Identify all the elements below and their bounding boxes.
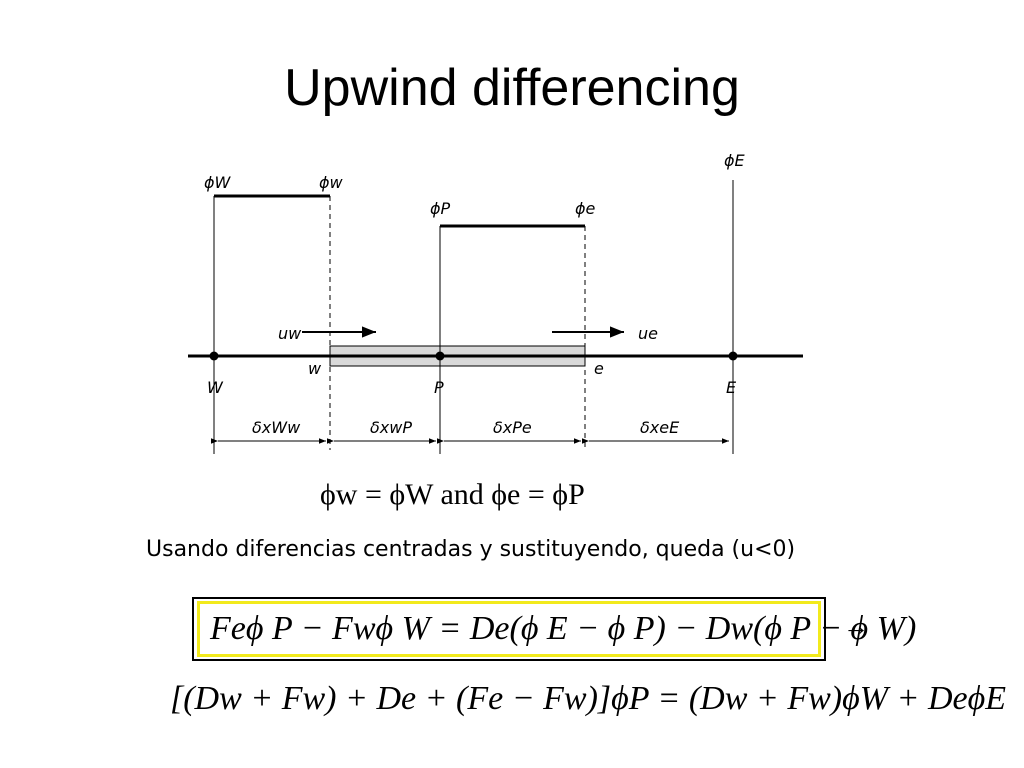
final-equation: [(Dw + Fw) + De + (Fe − Fw)]ϕP = (Dw + F… [170, 680, 1006, 717]
label-dx-Ww: δxWw [252, 418, 301, 437]
label-dx-eE: δxeE [640, 418, 680, 437]
upwind-rule-equation: ϕw = ϕW and ϕe = ϕP [320, 478, 585, 511]
node-W [209, 351, 219, 361]
label-phi-w: ϕw [319, 173, 344, 192]
label-phi-W: ϕW [204, 173, 232, 192]
boxed-equation: Feϕ P − Fwϕ W = De(ϕ E − ϕ P) − Dw(ϕ P −… [197, 601, 916, 657]
label-phi-e: ϕe [575, 199, 596, 218]
label-dx-wP: δxwP [370, 418, 412, 437]
label-u-e: ue [638, 324, 658, 343]
label-phi-E: ϕE [724, 151, 746, 170]
caption-text: Usando diferencias centradas y sustituye… [146, 537, 796, 562]
label-w: w [308, 359, 322, 378]
slide-title: Upwind differencing [284, 59, 740, 117]
node-E [728, 351, 738, 361]
label-u-w: uw [278, 324, 302, 343]
label-P: P [434, 378, 444, 397]
label-W: W [207, 378, 224, 397]
label-phi-P: ϕP [430, 199, 451, 218]
right-arrow-icon: → [843, 611, 869, 641]
node-P [435, 351, 445, 361]
boxed-equation-frame: Feϕ P − Fwϕ W = De(ϕ E − ϕ P) − Dw(ϕ P −… [192, 597, 916, 661]
label-e: e [594, 359, 604, 378]
label-E: E [726, 378, 737, 397]
label-dx-Pe: δxPe [493, 418, 532, 437]
